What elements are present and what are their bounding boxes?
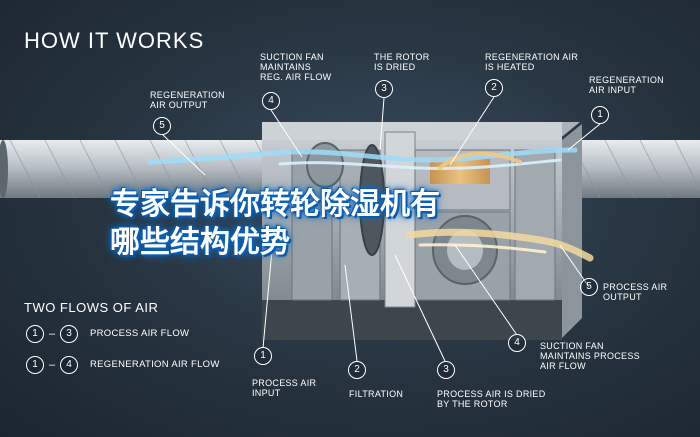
legend-row-2-to-badge: 4 <box>60 356 78 374</box>
callout-regeneration-air-output-label: REGENERATION AIR OUTPUT <box>150 90 225 110</box>
legend-row-2-label: REGENERATION AIR FLOW <box>90 359 220 370</box>
legend-row-1-to-badge: 3 <box>60 325 78 343</box>
callout-badge-3-process: 3 <box>437 361 455 379</box>
callout-suction-fan-process-label: SUCTION FAN MAINTAINS PROCESS AIR FLOW <box>540 341 640 371</box>
callout-badge-5-process: 5 <box>580 278 598 296</box>
callout-filtration-label: FILTRATION <box>349 389 404 399</box>
legend-row-1-separator: – <box>49 328 56 340</box>
callout-badge-1: 1 <box>591 106 609 124</box>
callout-badge-2-filtration: 2 <box>348 361 366 379</box>
legend-row-1-label: PROCESS AIR FLOW <box>90 328 190 339</box>
regeneration-airflow <box>147 147 578 170</box>
callout-leader-lines <box>161 96 601 362</box>
legend-title: TWO FLOWS OF AIR <box>24 300 159 315</box>
callout-process-air-output-label: PROCESS AIR OUTPUT <box>603 282 668 302</box>
legend-row-2-separator: – <box>49 359 56 371</box>
callout-regeneration-input-label: REGENERATION AIR INPUT <box>589 75 664 95</box>
overlay-title-line-1: 专家告诉你转轮除湿机有 <box>110 187 440 222</box>
overlay-title-line-2: 哪些结构优势 <box>110 225 290 260</box>
callout-process-dried-rotor-label: PROCESS AIR IS DRIED BY THE ROTOR <box>437 389 546 409</box>
callout-process-air-input-label: PROCESS AIR INPUT <box>252 378 317 398</box>
callout-regeneration-heated-label: REGENERATION AIR IS HEATED <box>485 52 579 72</box>
callout-badge-4: 4 <box>262 92 280 110</box>
legend-row-2-from-badge: 1 <box>26 356 44 374</box>
left-duct <box>0 139 290 199</box>
callout-badge-2: 2 <box>485 79 503 97</box>
callout-badge-1-process: 1 <box>254 347 272 365</box>
callout-suction-fan-reg-label: SUCTION FAN MAINTAINS REG. AIR FLOW <box>260 52 332 82</box>
legend-row-1-from-badge: 1 <box>26 325 44 343</box>
page-title: HOW IT WORKS <box>24 28 205 53</box>
callout-badge-3: 3 <box>375 80 393 98</box>
process-airflow <box>406 228 594 262</box>
right-duct <box>560 139 700 199</box>
callout-rotor-dried-label: THE ROTOR IS DRIED <box>374 52 430 72</box>
callout-badge-5: 5 <box>153 117 171 135</box>
callout-badge-4-process: 4 <box>508 334 526 352</box>
